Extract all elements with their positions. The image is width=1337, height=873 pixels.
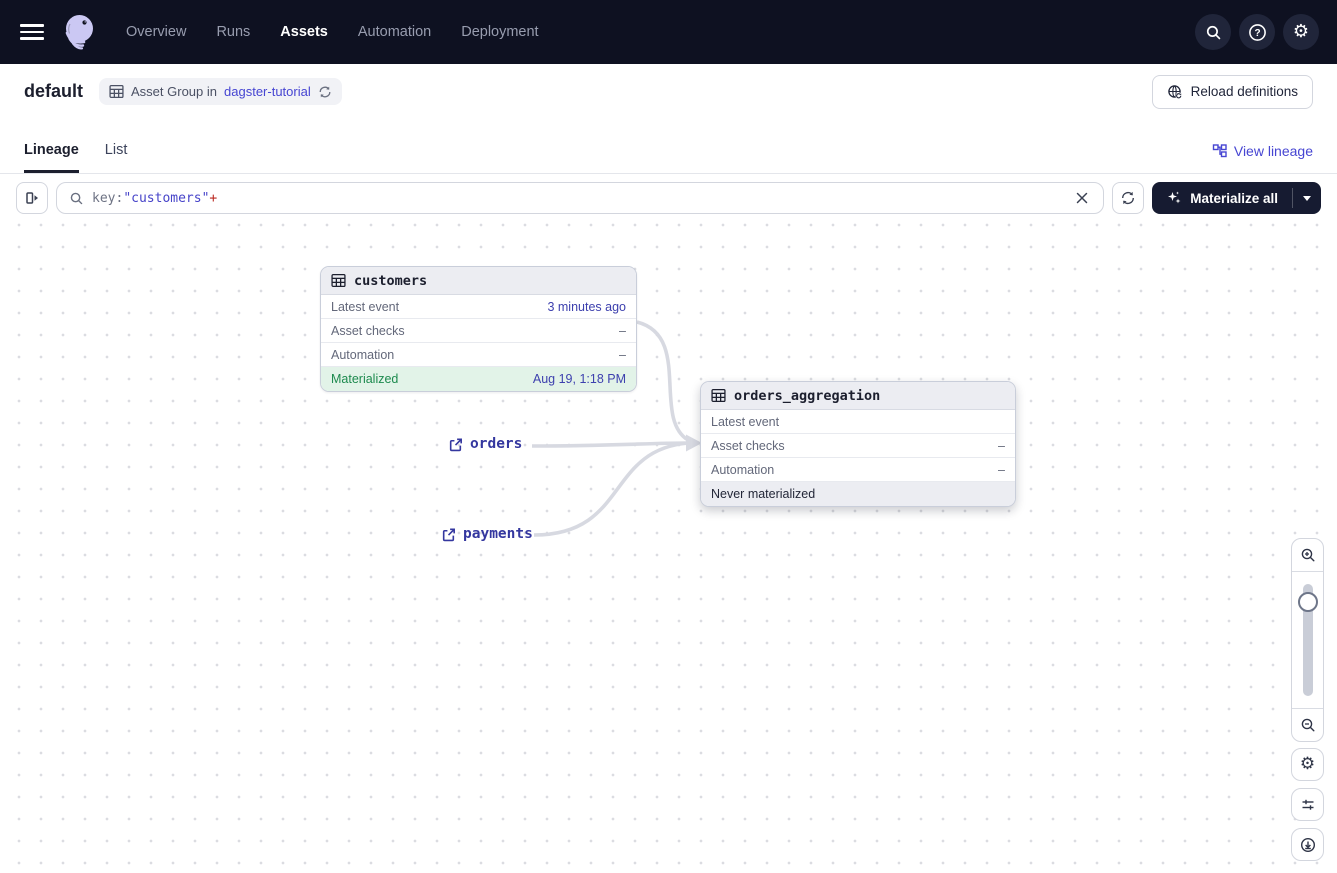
zoom-out-icon[interactable]: [1292, 709, 1323, 741]
expand-sidebar-icon[interactable]: [16, 182, 48, 214]
lineage-graph-icon: [1212, 144, 1227, 158]
asset-row-automation: Automation –: [701, 458, 1015, 482]
code-location-link[interactable]: dagster-tutorial: [224, 84, 311, 99]
zoom-slider[interactable]: [1292, 571, 1323, 709]
row-label: Automation: [331, 347, 395, 362]
button-divider: [1292, 188, 1293, 208]
materialized-timestamp-link[interactable]: Aug 19, 1:18 PM: [532, 372, 626, 386]
asset-node-customers[interactable]: customers Latest event 3 minutes ago Ass…: [320, 266, 637, 392]
external-asset-orders[interactable]: orders: [448, 436, 522, 452]
row-label: Latest event: [331, 299, 400, 314]
badge-prefix: Asset Group in: [131, 84, 218, 99]
external-asset-label: payments: [463, 526, 533, 542]
asset-row-never-materialized: Never materialized: [701, 482, 1015, 506]
materialize-dropdown-button[interactable]: [1293, 182, 1321, 214]
search-query-text[interactable]: key:"customers"+: [92, 190, 218, 206]
materialized-status: Materialized: [331, 372, 399, 386]
zoom-controls: [1291, 538, 1324, 742]
sparkles-icon: [1168, 191, 1181, 204]
row-label: Automation: [711, 462, 775, 477]
table-icon: [331, 273, 346, 288]
page-title: default: [24, 81, 84, 101]
row-value: –: [998, 438, 1005, 453]
row-label: Latest event: [711, 414, 780, 429]
asset-name: customers: [354, 272, 428, 289]
top-navbar: Overview Runs Assets Automation Deployme…: [0, 0, 1337, 64]
nav-item-deployment[interactable]: Deployment: [461, 24, 539, 40]
refresh-graph-icon[interactable]: [1112, 182, 1145, 214]
zoom-slider-track[interactable]: [1302, 584, 1313, 696]
page-header: default Asset Group in dagster-tutorial …: [0, 64, 1337, 119]
dagster-logo-icon[interactable]: [58, 11, 100, 53]
search-icon[interactable]: [1195, 14, 1231, 50]
reload-definitions-button[interactable]: Reload definitions: [1151, 74, 1313, 109]
external-link-icon: [442, 528, 455, 541]
graph-filters-icon[interactable]: [1291, 788, 1324, 821]
external-link-icon: [449, 438, 462, 451]
refresh-icon[interactable]: [318, 85, 332, 99]
reload-definitions-label: Reload definitions: [1190, 84, 1298, 99]
graph-toolbar: key:"customers"+ Materialize all: [0, 174, 1337, 222]
never-materialized-status: Never materialized: [711, 487, 816, 501]
tab-list[interactable]: List: [104, 142, 128, 158]
asset-row-automation: Automation –: [321, 343, 636, 367]
materialize-all-button[interactable]: Materialize all: [1152, 182, 1321, 214]
row-value: –: [998, 462, 1005, 477]
chevron-down-icon: [1303, 195, 1311, 201]
table-icon: [109, 84, 124, 99]
row-label: Asset checks: [711, 438, 785, 453]
help-icon[interactable]: ?: [1239, 14, 1275, 50]
external-asset-label: orders: [470, 436, 523, 452]
menu-icon[interactable]: [20, 20, 44, 44]
materialize-all-main[interactable]: Materialize all: [1152, 182, 1292, 214]
lineage-edges: [531, 320, 702, 537]
asset-node-orders-aggregation[interactable]: orders_aggregation Latest event Asset ch…: [700, 381, 1016, 507]
row-value: –: [619, 323, 626, 338]
tabs-bar: Lineage List View lineage: [0, 119, 1337, 174]
asset-row-asset-checks: Asset checks –: [701, 434, 1015, 458]
zoom-slider-handle[interactable]: [1297, 592, 1318, 612]
external-asset-payments[interactable]: payments: [441, 526, 533, 542]
graph-settings-gear-icon[interactable]: ⚙: [1291, 748, 1324, 781]
nav-item-overview[interactable]: Overview: [126, 24, 187, 40]
clear-search-icon[interactable]: [1071, 187, 1093, 209]
materialize-all-label: Materialize all: [1190, 190, 1278, 206]
search-icon: [70, 192, 83, 204]
svg-text:?: ?: [1254, 28, 1260, 39]
nav-item-automation[interactable]: Automation: [357, 24, 432, 40]
zoom-in-icon[interactable]: [1292, 539, 1323, 571]
latest-event-link[interactable]: 3 minutes ago: [547, 299, 626, 314]
view-lineage-label: View lineage: [1233, 143, 1313, 159]
asset-row-latest-event: Latest event 3 minutes ago: [321, 295, 636, 319]
asset-node-header[interactable]: orders_aggregation: [701, 382, 1015, 410]
lineage-graph-canvas[interactable]: customers Latest event 3 minutes ago Ass…: [0, 222, 1337, 873]
nav-item-assets[interactable]: Assets: [280, 24, 328, 40]
table-icon: [711, 388, 726, 403]
row-label: Asset checks: [331, 323, 405, 338]
settings-gear-icon[interactable]: ⚙: [1283, 14, 1319, 50]
asset-row-materialized: Materialized Aug 19, 1:18 PM: [321, 367, 636, 391]
asset-name: orders_aggregation: [734, 387, 881, 404]
asset-row-asset-checks: Asset checks –: [321, 319, 636, 343]
row-value: –: [619, 347, 626, 362]
edge-arrowhead: [686, 434, 702, 452]
download-graph-icon[interactable]: [1291, 828, 1324, 861]
main-nav: Overview Runs Assets Automation Deployme…: [126, 24, 539, 40]
asset-search-input[interactable]: key:"customers"+: [56, 182, 1105, 214]
asset-node-header[interactable]: customers: [321, 267, 636, 295]
code-location-icon: [1167, 84, 1182, 99]
view-lineage-link[interactable]: View lineage: [1212, 143, 1313, 173]
asset-row-latest-event: Latest event: [701, 410, 1015, 434]
asset-group-badge: Asset Group in dagster-tutorial: [99, 78, 342, 105]
nav-item-runs[interactable]: Runs: [216, 24, 251, 40]
tab-lineage[interactable]: Lineage: [24, 142, 79, 173]
